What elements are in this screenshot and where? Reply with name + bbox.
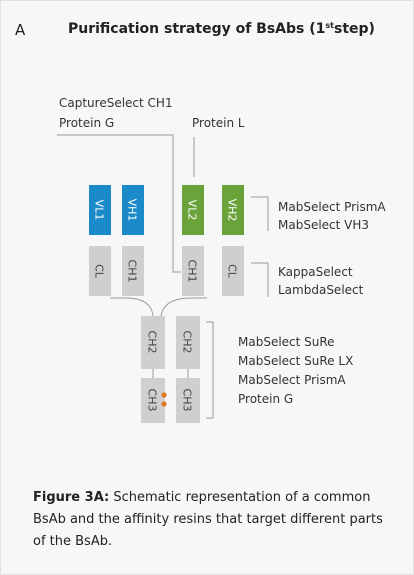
domain-ch1-left [122, 246, 144, 296]
panel-letter: A [15, 21, 26, 39]
hinge-lines [110, 297, 207, 317]
bracket-vh [251, 196, 269, 231]
domain-cl-right [222, 246, 244, 296]
domain-vl2 [182, 185, 204, 235]
label-cl-left: CL [93, 264, 106, 279]
label-vh1: VH1 [126, 199, 139, 222]
domain-ch1-right [182, 246, 204, 296]
domain-vh2 [222, 185, 244, 235]
label-ch1-right: CH1 [186, 260, 199, 283]
caption-label: Figure 3A: [33, 490, 110, 505]
label-mabselect-sure-lx: MabSelect SuRe LX [238, 354, 354, 368]
label-ch3-right: CH3 [181, 389, 194, 412]
leader-ch1 [57, 134, 181, 273]
knob-hole-dot-lower [161, 401, 167, 407]
label-mabselect-vh3: MabSelect VH3 [278, 218, 370, 232]
leader-lines [57, 134, 269, 419]
domain-ch3-right [176, 378, 200, 423]
label-captureselect-ch1: CaptureSelect CH1 [59, 96, 173, 110]
constant-fab-domains [89, 246, 244, 296]
variable-domains [89, 185, 244, 235]
label-protein-g-fc: Protein G [238, 392, 294, 406]
fc-domains [141, 316, 200, 423]
title-superscript: st [325, 21, 334, 30]
label-lambdaselect: LambdaSelect [278, 283, 364, 297]
domain-vl1 [89, 185, 111, 235]
label-ch3-left: CH3 [146, 389, 159, 412]
domain-ch2-right [176, 316, 200, 369]
label-ch2-left: CH2 [146, 331, 159, 354]
figure-caption: Figure 3A: Schematic representation of a… [33, 487, 398, 553]
label-mabselect-prisma-fc: MabSelect PrismA [238, 373, 346, 387]
title-text-end: step) [333, 21, 375, 37]
domain-labels: VL1 VH1 VL2 VH2 CL CH1 CH1 CL CH2 CH2 CH… [93, 199, 239, 412]
label-protein-l: Protein L [192, 116, 245, 130]
bsab-diagram: VL1 VH1 VL2 VH2 CL CH1 CH1 CL CH2 CH2 CH… [57, 134, 269, 423]
domain-ch3-left [141, 378, 165, 423]
label-ch1-left: CH1 [126, 260, 139, 283]
label-kappaselect: KappaSelect [278, 265, 353, 279]
label-mabselect-sure: MabSelect SuRe [238, 335, 335, 349]
domain-cl-left [89, 246, 111, 296]
label-vh2: VH2 [226, 199, 239, 222]
caption-text: Schematic representation of a common BsA… [33, 490, 383, 549]
bracket-fc [206, 321, 214, 419]
domain-vh1 [122, 185, 144, 235]
domain-ch2-left [141, 316, 165, 369]
label-cl-right: CL [226, 264, 239, 279]
bracket-light [251, 262, 269, 297]
label-vl2: VL2 [186, 200, 199, 221]
label-mabselect-prisma-vh: MabSelect PrismA [278, 200, 386, 214]
label-ch2-right: CH2 [181, 331, 194, 354]
figure-title: Purification strategy of BsAbs (1ststep) [68, 21, 375, 37]
knob-hole-dot-upper [161, 392, 167, 398]
label-protein-g-top: Protein G [59, 116, 115, 130]
title-text: Purification strategy of BsAbs (1 [68, 21, 326, 37]
label-vl1: VL1 [93, 200, 106, 221]
